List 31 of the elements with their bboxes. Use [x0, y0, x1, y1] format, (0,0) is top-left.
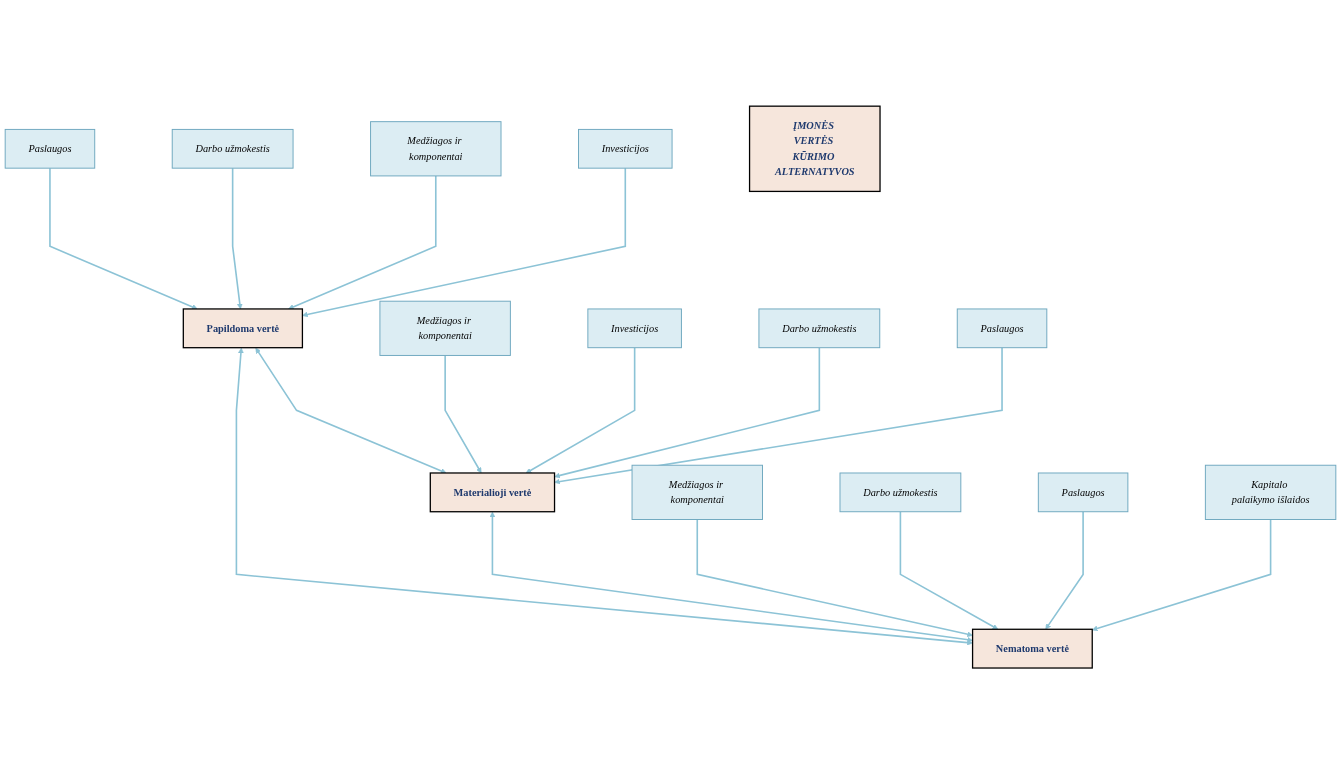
node-box: Medžiagos ir komponentai — [370, 121, 502, 177]
node-box: Paslaugos — [4, 128, 96, 169]
node-box: Medžiagos ir komponentai — [379, 300, 511, 356]
arrow — [1045, 510, 1084, 630]
node-box: Materialioji vertė — [429, 472, 556, 513]
arrow — [49, 167, 198, 310]
arrow — [489, 511, 973, 643]
arrow — [288, 175, 437, 310]
node-box: Darbo užmokestis — [839, 472, 962, 513]
arrow — [554, 346, 1003, 485]
arrow — [231, 167, 243, 310]
node-box: Darbo užmokestis — [758, 308, 881, 349]
node-box: Papildoma vertė — [182, 308, 304, 349]
arrow — [696, 518, 973, 637]
node-box: Nematoma vertė — [971, 628, 1093, 669]
node-box: Paslaugos — [956, 308, 1048, 349]
arrow — [554, 346, 821, 479]
arrow — [302, 167, 627, 318]
node-box: Kapitalo palaikymo išlaidos — [1204, 464, 1337, 520]
arrow — [525, 346, 636, 474]
arrow — [1092, 518, 1272, 632]
node-box: ĮMONĖS VERTĖS KŪRIMO ALTERNATYVOS — [748, 105, 881, 192]
node-box: Investicijos — [587, 308, 682, 349]
arrow — [444, 354, 482, 474]
node-box: Investicijos — [578, 128, 673, 169]
arrow — [235, 347, 973, 646]
arrow — [255, 347, 447, 474]
node-box: Darbo užmokestis — [171, 128, 294, 169]
node-box: Medžiagos ir komponentai — [631, 464, 763, 520]
arrow — [899, 510, 999, 630]
node-box: Paslaugos — [1037, 472, 1129, 513]
